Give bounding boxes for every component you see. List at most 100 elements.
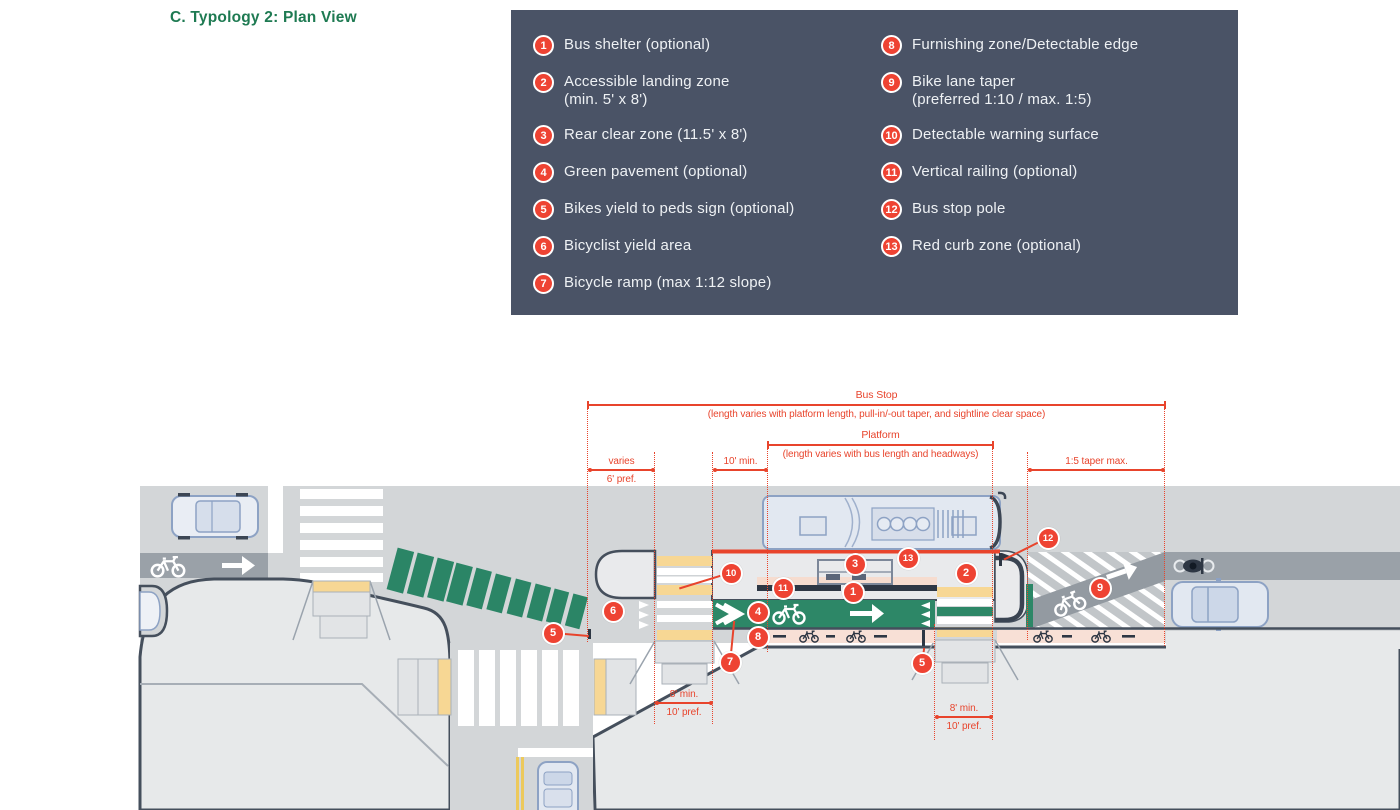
- car-icon: [537, 761, 579, 810]
- legend-label-line1: Bicyclist yield area: [564, 237, 692, 254]
- sign-pole-icon: [588, 629, 591, 639]
- legend-item-label: Bus shelter (optional): [564, 35, 710, 54]
- legend-item-label: Bike lane taper(preferred 1:10 / max. 1:…: [912, 72, 1092, 109]
- legend-label-line1: Red curb zone (optional): [912, 237, 1082, 254]
- legend-label-line1: Green pavement (optional): [564, 163, 748, 180]
- legend-panel: 1 Bus shelter (optional) 2 Accessible landi…: [511, 10, 1238, 315]
- bike-lane-taper: [1026, 552, 1165, 629]
- stop-bar: [518, 748, 593, 757]
- bicycle-ramp: [661, 663, 708, 685]
- legend-item-10: 10 Detectable warning surface: [881, 125, 1138, 146]
- legend-item-label: Bicycle ramp (max 1:12 slope): [564, 273, 772, 292]
- legend-number-badge: 12: [881, 199, 902, 220]
- legend-column-left: 1 Bus shelter (optional) 2 Accessible landi…: [533, 35, 881, 294]
- lane-arrow-icon: [222, 556, 255, 575]
- legend-label-line2: (preferred 1:10 / max. 1:5): [912, 91, 1092, 108]
- legend-item-3: 3 Rear clear zone (11.5' x 8'): [533, 125, 881, 146]
- legend-number-badge: 10: [881, 125, 902, 146]
- bike-rack-icon: [773, 630, 1135, 643]
- center-line: [516, 757, 519, 810]
- detectable-warning-surface: [657, 585, 712, 595]
- legend-label-line1: Accessible landing zone: [564, 73, 730, 90]
- legend-number-badge: 3: [533, 125, 554, 146]
- legend-item-label: Vertical railing (optional): [912, 162, 1077, 181]
- legend-item-11: 11 Vertical railing (optional): [881, 162, 1138, 183]
- upper-crosswalk: [300, 489, 383, 582]
- detectable-warning-surface: [937, 627, 993, 637]
- bicycle-ramp: [654, 640, 715, 664]
- legend-label-line2: (min. 5' x 8'): [564, 91, 648, 108]
- green-dashed-bike-crossing: [386, 547, 588, 630]
- curb-ramp-left: [397, 658, 452, 716]
- legend-number-badge: 6: [533, 236, 554, 257]
- property-line: [140, 683, 449, 767]
- sign-pole-icon: [922, 630, 925, 646]
- furnishing-zone: [765, 630, 935, 643]
- legend-item-1: 1 Bus shelter (optional): [533, 35, 881, 56]
- platform-crosswalk-left: [629, 556, 740, 685]
- legend-number-badge: 1: [533, 35, 554, 56]
- legend-number-badge: 5: [533, 199, 554, 220]
- legend-number-badge: 11: [881, 162, 902, 183]
- detectable-warning-surface: [657, 630, 712, 640]
- platform-crosswalk-right: [911, 587, 1019, 684]
- bike-chevron-icon: [715, 602, 746, 626]
- car-icon: [1171, 578, 1269, 631]
- legend-label-line1: Bus stop pole: [912, 200, 1006, 217]
- legend-item-12: 12 Bus stop pole: [881, 199, 1138, 220]
- legend-item-5: 5 Bikes yield to peds sign (optional): [533, 199, 881, 220]
- legend-number-badge: 8: [881, 35, 902, 56]
- legend-label-line1: Bike lane taper: [912, 73, 1016, 90]
- center-line: [521, 757, 524, 810]
- legend-label-line1: Bicycle ramp (max 1:12 slope): [564, 274, 772, 291]
- legend-label-line1: Furnishing zone/Detectable edge: [912, 36, 1139, 53]
- legend-label-line1: Bikes yield to peds sign (optional): [564, 200, 795, 217]
- legend-label-line1: Bus shelter (optional): [564, 36, 711, 53]
- legend-item-6: 6 Bicyclist yield area: [533, 236, 881, 257]
- legend-number-badge: 7: [533, 273, 554, 294]
- street-gap: [268, 486, 283, 553]
- legend-item-label: Bikes yield to peds sign (optional): [564, 199, 794, 218]
- lane-arrow-icon: [850, 604, 884, 623]
- legend-item-label: Red curb zone (optional): [912, 236, 1081, 255]
- car-icon: [171, 493, 259, 540]
- zebra-crosswalk: [458, 650, 579, 726]
- legend-item-label: Green pavement (optional): [564, 162, 747, 181]
- red-curb-zone: [712, 549, 1000, 554]
- furnishing-zone: [997, 630, 1165, 643]
- legend-number-badge: 4: [533, 162, 554, 183]
- green-bike-lane: [713, 600, 935, 628]
- page-title: C. Typology 2: Plan View: [170, 9, 357, 26]
- island-bulb: [594, 549, 657, 600]
- east-sidewalk-edge: [1166, 631, 1400, 649]
- detectable-warning-surface: [312, 580, 371, 593]
- legend-column-right: 8 Furnishing zone/Detectable edge 9 Bike la…: [881, 35, 1138, 290]
- car-icon: [139, 591, 161, 631]
- legend-label-line1: Detectable warning surface: [912, 126, 1099, 143]
- curb-ramp-right: [593, 658, 637, 716]
- detectable-warning-surface: [593, 658, 607, 716]
- eastbound-bike-lane: [1165, 552, 1400, 580]
- legend-item-label: Bus stop pole: [912, 199, 1006, 218]
- yield-triangles-icon: [639, 601, 930, 629]
- curb-ramp-bulb: [292, 580, 391, 641]
- legend-item-8: 8 Furnishing zone/Detectable edge: [881, 35, 1138, 56]
- detectable-warning-surface: [437, 658, 452, 716]
- legend-label-line1: Vertical railing (optional): [912, 163, 1078, 180]
- legend-item-7: 7 Bicycle ramp (max 1:12 slope): [533, 273, 881, 294]
- vertical-railing: [757, 585, 841, 591]
- legend-number-badge: 2: [533, 72, 554, 93]
- legend-item-label: Accessible landing zone(min. 5' x 8'): [564, 72, 730, 109]
- cyclist-icon: [1173, 558, 1215, 574]
- legend-number-badge: 9: [881, 72, 902, 93]
- legend-item-label: Rear clear zone (11.5' x 8'): [564, 125, 748, 144]
- legend-item-label: Detectable warning surface: [912, 125, 1099, 144]
- detectable-warning-surface: [657, 556, 712, 566]
- bus-icon: [762, 491, 1007, 550]
- legend-item-9: 9 Bike lane taper(preferred 1:10 / max. 1…: [881, 72, 1138, 109]
- legend-label-line1: Rear clear zone (11.5' x 8'): [564, 126, 748, 143]
- legend-item-2: 2 Accessible landing zone(min. 5' x 8'): [533, 72, 881, 109]
